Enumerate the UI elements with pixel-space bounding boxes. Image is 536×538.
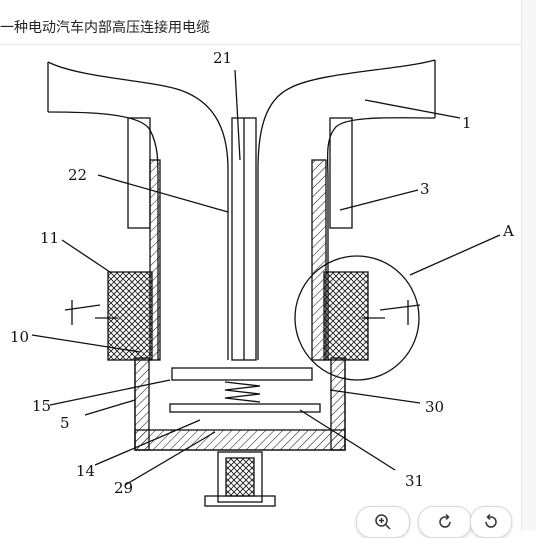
label-31: 31	[405, 472, 424, 490]
title-bar: 一种电动汽车内部高压连接用电缆	[0, 0, 521, 45]
label-3: 3	[420, 180, 430, 198]
label-21: 21	[213, 49, 232, 67]
label-10: 10	[10, 328, 29, 346]
label-11: 11	[40, 229, 59, 247]
label-14: 14	[76, 462, 95, 480]
label-a: A	[502, 222, 514, 240]
sleeve-right	[329, 117, 353, 229]
spring	[224, 381, 261, 403]
rotate-right-icon	[439, 513, 451, 528]
sleeve-left	[127, 117, 151, 229]
patent-drawing: 1 3 21 22 11 A 10 15 5 30 14 29 31	[10, 49, 514, 507]
label-5: 5	[60, 414, 70, 432]
detail-circle-a	[294, 255, 420, 381]
rotate-right-button[interactable]	[418, 506, 472, 538]
scrollbar-track[interactable]	[521, 0, 536, 531]
label-30: 30	[425, 398, 444, 416]
label-22: 22	[68, 166, 87, 184]
rotate-left-icon	[485, 513, 497, 528]
cable-right-inner	[326, 117, 436, 360]
label-29: 29	[114, 479, 133, 497]
label-1: 1	[462, 114, 472, 132]
cable-right-outer	[257, 59, 436, 360]
label-15: 15	[32, 397, 51, 415]
rotate-left-button[interactable]	[470, 506, 512, 538]
page-title: 一种电动汽车内部高压连接用电缆	[0, 20, 210, 36]
zoom-in-icon	[375, 514, 391, 530]
zoom-in-button[interactable]	[356, 506, 410, 538]
cable-left-outer	[47, 61, 229, 360]
